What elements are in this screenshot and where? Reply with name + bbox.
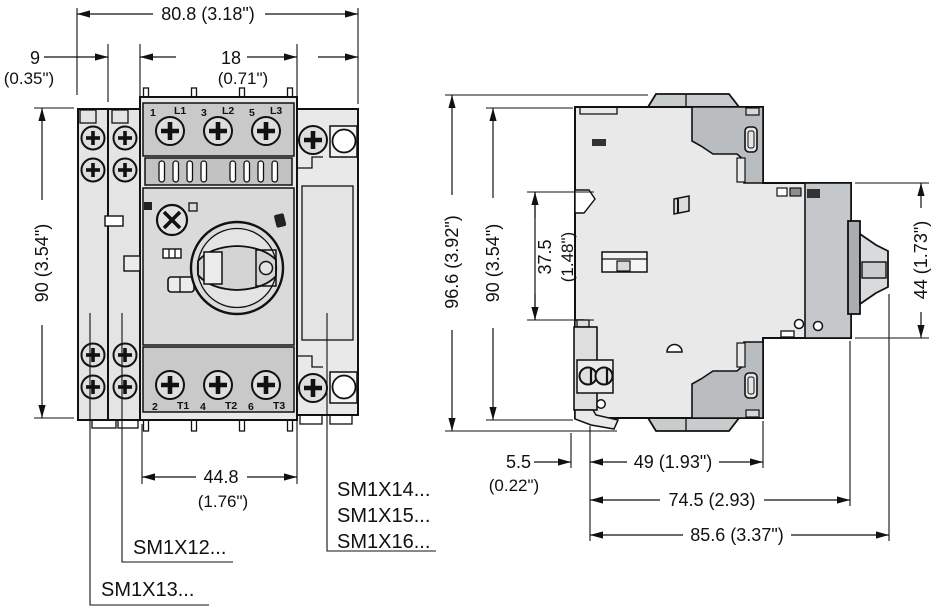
trip-flag xyxy=(673,195,690,215)
dim-label-rail-pocket-in: (1.48") xyxy=(558,232,577,282)
dim-main-width: 44.8 (1.76") xyxy=(141,421,298,511)
current-adjustment-dial xyxy=(155,203,189,237)
model-label-sm1x15: SM1X15... xyxy=(337,505,430,527)
dim-depth-terminals: 49 (1.93") xyxy=(590,452,763,472)
rotary-handle xyxy=(189,220,285,316)
dim-label-depth-panel: 74.5 (2.93) xyxy=(668,490,755,510)
dim-label-side-total-height: 96.6 (3.92") xyxy=(442,215,462,308)
vent-slots xyxy=(158,160,279,183)
bottom-terminal-cover xyxy=(646,417,741,432)
model-label-sm1x14: SM1X14... xyxy=(337,479,430,501)
dim-label-aux-width: 9 xyxy=(30,48,40,68)
din-latch xyxy=(574,409,620,430)
front-view: 1 L1 3 L2 5 L3 2 T1 4 T2 6 T3 xyxy=(4,4,436,606)
dim-side-body-height: 90 (3.54") xyxy=(483,107,573,421)
front-device: 1 L1 3 L2 5 L3 2 T1 4 T2 6 T3 xyxy=(77,87,359,432)
terminal-label: 6 xyxy=(248,401,254,413)
aux-contact-module-left xyxy=(77,108,109,421)
dim-label-depth-terminals: 49 (1.93") xyxy=(634,452,712,472)
dim-label-front-height: 90 (3.54") xyxy=(32,224,52,302)
dim-depth-total: 85.6 (3.37") xyxy=(590,525,889,545)
dim-label-right-width-in: (0.71") xyxy=(218,69,268,88)
terminal-label: T3 xyxy=(273,400,285,412)
dim-label-rail-pocket: 37.5 xyxy=(535,239,555,274)
side-extension-lines xyxy=(570,294,890,541)
dim-label-rear-offset-in: (0.22") xyxy=(489,476,539,495)
terminal-label: L2 xyxy=(222,105,234,117)
terminal-label: 5 xyxy=(249,107,255,119)
dim-right-width: 18 (0.71") xyxy=(218,44,358,102)
side-view: 96.6 (3.92") 90 (3.54") 37.5 (1.48") xyxy=(442,93,931,545)
terminal-label: L1 xyxy=(174,105,186,117)
marker-square xyxy=(144,202,152,210)
terminal-labels-bottom: 2 T1 4 T2 6 T3 xyxy=(152,400,285,413)
load-terminal-screws xyxy=(155,370,281,400)
dim-label-side-body-height: 90 (3.54") xyxy=(483,224,503,302)
terminal-label: 4 xyxy=(200,401,206,413)
reset-marker xyxy=(274,213,287,228)
marker-square-outline xyxy=(188,202,198,212)
top-terminal-cover xyxy=(646,93,741,108)
rail-pocket-notch-top xyxy=(574,189,596,214)
model-label-sm1x12: SM1X12... xyxy=(133,537,226,559)
side-details xyxy=(592,139,824,353)
terminal-label: 3 xyxy=(201,107,207,119)
indicator-window xyxy=(162,248,182,259)
side-device xyxy=(573,93,889,432)
din-clip xyxy=(573,319,620,430)
dim-label-total-width: 80.8 (3.18") xyxy=(161,4,254,24)
line-terminal-screws xyxy=(155,116,281,146)
dim-panel-height: 44 (1.73") xyxy=(855,182,931,339)
vent-strip xyxy=(144,157,293,186)
aux-module-details xyxy=(79,109,141,400)
terminal-label: 2 xyxy=(152,401,158,413)
dim-rear-offset: 5.5 (0.22") xyxy=(489,452,571,495)
dim-label-right-width: 18 xyxy=(221,48,241,68)
model-label-sm1x16: SM1X16... xyxy=(337,531,430,553)
terminal-labels-top: 1 L1 3 L2 5 L3 xyxy=(150,105,282,119)
dim-label-main-width-in: (1.76") xyxy=(198,492,248,511)
dim-total-width: 80.8 (3.18") xyxy=(76,4,359,104)
model-callouts: SM1X14... SM1X15... SM1X16... SM1X12... … xyxy=(89,313,436,606)
dim-label-aux-width-in: (0.35") xyxy=(4,69,54,88)
dim-depth-panel: 74.5 (2.93) xyxy=(590,490,850,510)
dim-aux-width: 9 (0.35") xyxy=(4,44,176,102)
right-module-details xyxy=(298,125,358,404)
dim-label-panel-height: 44 (1.73") xyxy=(911,221,931,299)
dim-label-main-width: 44.8 xyxy=(203,467,238,487)
dim-side-total-height: 96.6 (3.92") xyxy=(442,94,648,432)
side-front-panel xyxy=(804,182,852,339)
side-rotary-handle xyxy=(847,220,889,315)
dim-label-depth-total: 85.6 (3.37") xyxy=(690,525,783,545)
dim-label-rear-offset: 5.5 xyxy=(506,452,531,472)
dim-front-height: 90 (3.54") xyxy=(32,107,74,419)
terminal-label: T1 xyxy=(177,400,189,412)
model-label-sm1x13: SM1X13... xyxy=(101,579,194,601)
terminal-label: T2 xyxy=(225,400,237,412)
terminal-label: L3 xyxy=(270,105,282,117)
padlock-slot xyxy=(167,276,195,293)
dim-rail-pocket: 37.5 (1.48") xyxy=(527,191,594,321)
terminal-label: 1 xyxy=(150,107,156,119)
